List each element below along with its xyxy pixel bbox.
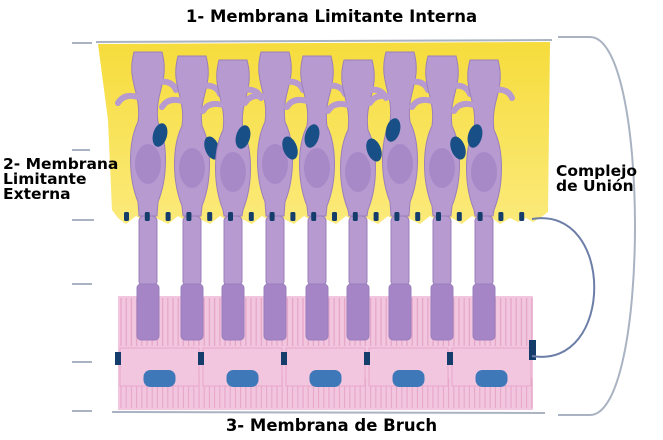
olm-junction (394, 212, 399, 221)
olm-junction (332, 212, 337, 221)
outer-segment (347, 284, 369, 340)
olm-junction (478, 212, 483, 221)
rpe-junction (281, 352, 287, 365)
inner-segment (224, 216, 242, 286)
olm-junction (519, 212, 524, 221)
outer-segment (264, 284, 286, 340)
outer-segment (306, 284, 328, 340)
cell-nucleus (135, 144, 161, 184)
olm-junction (436, 212, 441, 221)
olm-junction (311, 212, 316, 221)
olm-junction (228, 212, 233, 221)
label-outer-limiting-membrane: 2- Membrana Limitante Externa (3, 157, 118, 202)
inner-segment (349, 216, 367, 286)
rpe-junction (364, 352, 370, 365)
olm-junction (124, 212, 129, 221)
olm-junction (186, 212, 191, 221)
inner-segment (183, 216, 201, 286)
cell-body (175, 56, 210, 216)
cell-body (341, 60, 376, 216)
junction-bracket (532, 218, 594, 357)
olm-junction (353, 212, 358, 221)
olm-junction (145, 212, 150, 221)
cell-nucleus (387, 144, 413, 184)
olm-junction (498, 212, 503, 221)
cell-nucleus (220, 152, 246, 192)
rpe-nucleus (393, 370, 425, 387)
inner-segment (433, 216, 451, 286)
inner-limiting-membrane (96, 40, 552, 42)
olm-junction (290, 212, 295, 221)
rpe-nucleus (476, 370, 508, 387)
outer-segment (181, 284, 203, 340)
cell-nucleus (345, 152, 371, 192)
rpe-nucleus (310, 370, 342, 387)
outer-segment (389, 284, 411, 340)
label-junction-complex: Complejo de Unión (556, 164, 637, 194)
inner-segment (139, 216, 157, 286)
rpe-junction (447, 352, 453, 365)
cell-nucleus (179, 148, 205, 188)
cell-nucleus (304, 148, 330, 188)
outer-segment (431, 284, 453, 340)
olm-junction (415, 212, 420, 221)
inner-segment (475, 216, 493, 286)
olm-junction (249, 212, 254, 221)
cell-nucleus (471, 152, 497, 192)
rpe-nucleus (227, 370, 259, 387)
olm-junction (207, 212, 212, 221)
label-line: Externa (3, 187, 118, 202)
rpe-junction (198, 352, 204, 365)
label-inner-limiting-membrane: 1- Membrana Limitante Interna (0, 9, 663, 24)
inner-segment (308, 216, 326, 286)
olm-junction (270, 212, 275, 221)
cell-body (258, 52, 293, 216)
olm-junction (374, 212, 379, 221)
left-tick-marks (72, 43, 94, 411)
outer-segment (473, 284, 495, 340)
outer-segment (222, 284, 244, 340)
outer-segment (137, 284, 159, 340)
olm-junction (166, 212, 171, 221)
label-line: de Unión (556, 179, 637, 194)
inner-segment (391, 216, 409, 286)
olm-junction (457, 212, 462, 221)
bruch-membrane (112, 412, 545, 413)
label-bruch-membrane: 3- Membrana de Bruch (0, 418, 663, 433)
rpe-nucleus (144, 370, 176, 387)
rpe-junction (115, 352, 121, 365)
cell-nucleus (429, 148, 455, 188)
inner-segment (266, 216, 284, 286)
cell-body (425, 56, 460, 216)
